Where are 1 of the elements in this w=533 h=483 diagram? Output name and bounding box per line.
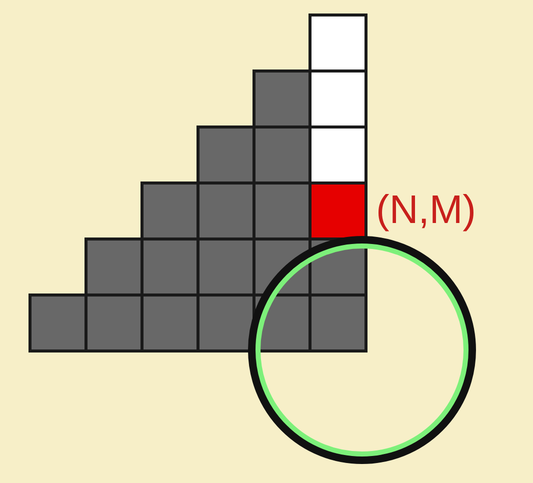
coordinate-label: (N,M) [376,190,476,230]
